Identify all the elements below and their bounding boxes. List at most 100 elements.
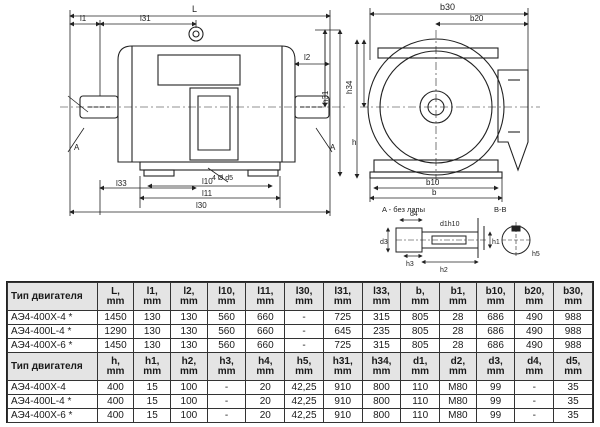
- value-cell: 800: [361, 408, 402, 423]
- value-cell: -: [206, 394, 247, 409]
- value-cell: 800: [361, 380, 402, 395]
- dim-b10: b10: [426, 178, 440, 187]
- table1-header-cell: L,mm: [96, 282, 135, 311]
- dim-h2: h2: [440, 267, 448, 274]
- value-cell: 560: [206, 324, 247, 339]
- table1-header-cell: b,mm: [400, 282, 441, 311]
- dim-l33: l33: [116, 179, 127, 188]
- value-cell: 42,25: [284, 408, 324, 423]
- value-cell: 28: [439, 310, 477, 325]
- value-cell: M80: [439, 408, 477, 423]
- value-cell: 100: [170, 394, 208, 409]
- value-cell: 560: [206, 338, 247, 353]
- value-cell: 1450: [96, 310, 135, 325]
- table2-header-cell: h,mm: [96, 352, 135, 381]
- dim-l31: l31: [140, 14, 151, 23]
- dim-h3: h3: [406, 261, 414, 268]
- value-cell: 235: [361, 324, 402, 339]
- model-cell: АЭ4-400L-4 *: [7, 324, 98, 339]
- table2-header-cell: h34,mm: [361, 352, 402, 381]
- value-cell: 42,25: [284, 394, 324, 409]
- value-cell: 400: [96, 408, 135, 423]
- value-cell: 490: [514, 324, 555, 339]
- value-cell: 35: [553, 408, 593, 423]
- view-marker-a-right: A: [330, 143, 336, 152]
- value-cell: 42,25: [284, 380, 324, 395]
- value-cell: 315: [361, 338, 402, 353]
- value-cell: 35: [553, 380, 593, 395]
- section-b-label: B-B: [494, 205, 507, 214]
- value-cell: 99: [475, 380, 516, 395]
- dim-L: L: [192, 4, 197, 14]
- value-cell: 686: [475, 324, 516, 339]
- dim-d4: d4: [410, 211, 418, 218]
- value-cell: M80: [439, 380, 477, 395]
- side-view: [79, 26, 330, 177]
- table2-header-cell: h5,mm: [284, 352, 324, 381]
- dim-h5: h5: [532, 251, 540, 258]
- model-cell: АЭ4-400L-4 *: [7, 394, 98, 409]
- value-cell: 1450: [96, 338, 135, 353]
- value-cell: -: [514, 408, 555, 423]
- value-cell: 110: [400, 394, 441, 409]
- table2-header-cell: h3,mm: [206, 352, 247, 381]
- value-cell: 800: [361, 394, 402, 409]
- dim-d5: 4 Ø d5: [212, 175, 233, 182]
- value-cell: 99: [475, 408, 516, 423]
- value-cell: 315: [361, 310, 402, 325]
- value-cell: 988: [553, 338, 593, 353]
- table1-header-cell: b20,mm: [514, 282, 555, 311]
- dim-h34: h34: [345, 80, 354, 94]
- table1-header-cell: Тип двигателя: [7, 282, 98, 311]
- value-cell: 35: [553, 394, 593, 409]
- model-cell: АЭ4-400Х-6 *: [7, 408, 98, 423]
- value-cell: 725: [322, 310, 363, 325]
- value-cell: 130: [170, 310, 208, 325]
- value-cell: 560: [206, 310, 247, 325]
- value-cell: 130: [170, 324, 208, 339]
- table2-header-cell: d4,mm: [514, 352, 555, 381]
- view-marker-a-left: A: [74, 143, 80, 152]
- model-cell: АЭ4-400Х-4 *: [7, 310, 98, 325]
- table2-header-cell: d1,mm: [400, 352, 441, 381]
- front-view: [367, 38, 529, 179]
- table2-header-cell: Тип двигателя: [7, 352, 98, 381]
- value-cell: 490: [514, 338, 555, 353]
- value-cell: 490: [514, 310, 555, 325]
- value-cell: 20: [245, 408, 286, 423]
- value-cell: 28: [439, 324, 477, 339]
- value-cell: 805: [400, 338, 441, 353]
- value-cell: -: [284, 324, 324, 339]
- dim-b: b: [432, 188, 437, 197]
- dim-l1: l1: [80, 14, 87, 23]
- value-cell: 130: [170, 338, 208, 353]
- value-cell: 110: [400, 380, 441, 395]
- value-cell: 130: [133, 324, 172, 339]
- table2-header-cell: h4,mm: [245, 352, 286, 381]
- table1-header-cell: b1,mm: [439, 282, 477, 311]
- shaft-detail: [395, 218, 531, 258]
- table2-header-cell: h2,mm: [170, 352, 208, 381]
- dim-d1h10: d1h10: [440, 221, 460, 228]
- value-cell: 400: [96, 394, 135, 409]
- value-cell: 100: [170, 380, 208, 395]
- model-cell: АЭ4-400Х-6 *: [7, 338, 98, 353]
- value-cell: 686: [475, 338, 516, 353]
- table2-header-cell: d5,mm: [553, 352, 593, 381]
- value-cell: -: [206, 408, 247, 423]
- section-a-label: A - без лапы: [382, 205, 425, 214]
- value-cell: 910: [322, 380, 363, 395]
- dim-l2: l2: [304, 53, 311, 62]
- value-cell: -: [284, 310, 324, 325]
- dim-l11: l11: [202, 189, 213, 198]
- model-cell: АЭ4-400Х-4: [7, 380, 98, 395]
- value-cell: M80: [439, 394, 477, 409]
- technical-drawing: L l1 l31 l2 h31 h l33 l10 l11 l30 4 Ø d5…: [60, 2, 540, 274]
